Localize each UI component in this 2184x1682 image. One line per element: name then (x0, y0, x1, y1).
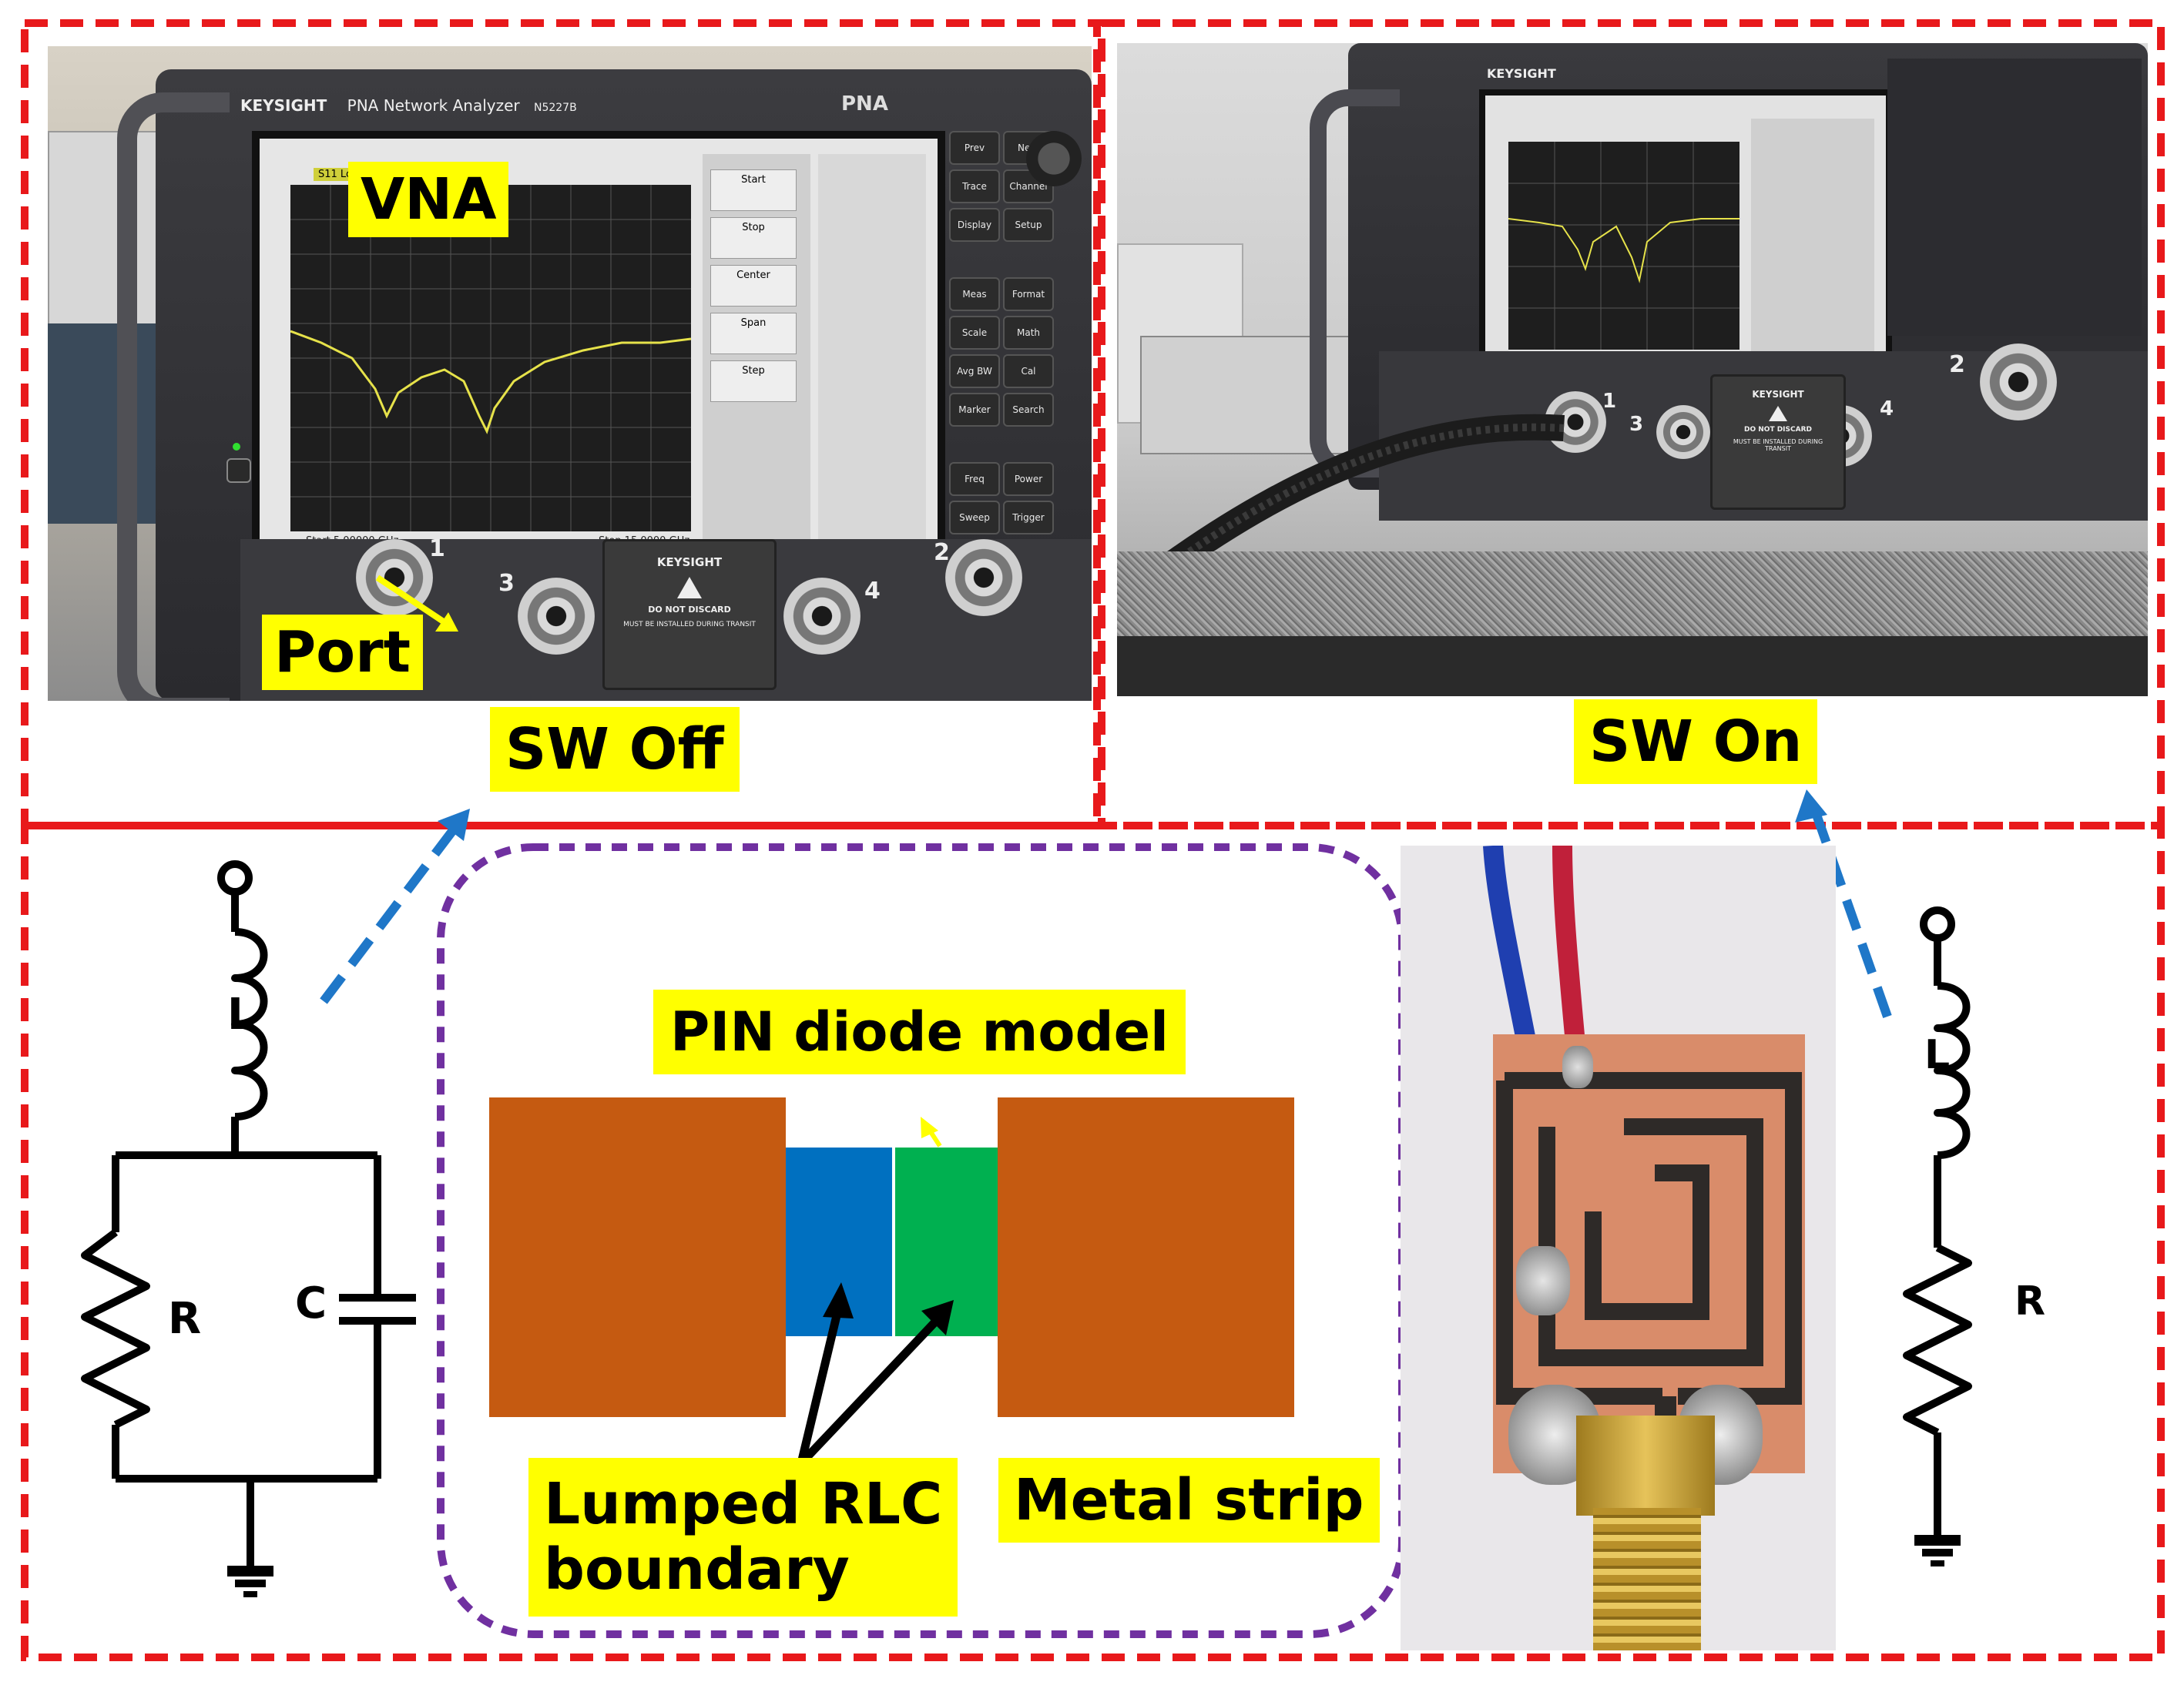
metal-strip-right (998, 1097, 1294, 1417)
solder-joint-1 (1516, 1246, 1570, 1315)
key-trigger[interactable]: Trigger (1003, 501, 1054, 534)
resistor-zigzag-on (1903, 1244, 1972, 1436)
port-label: Port (262, 615, 423, 690)
softkey-panel: Start Stop Center Span Step (703, 154, 810, 539)
key-marker[interactable]: Marker (949, 393, 1000, 427)
rlc-pointer-arrows (797, 1282, 954, 1466)
lumped-rlc-label: Lumped RLC boundary (528, 1458, 958, 1617)
sma-connector (1576, 1416, 1715, 1516)
guard-brand: KEYSIGHT (656, 555, 723, 569)
port-1-label-on: 1 (1602, 390, 1617, 413)
power-led-icon (233, 443, 240, 451)
vna-screen: S11 LogM Start 5.00000 GHz Stop 15.0000 … (252, 131, 945, 578)
port-4-label-on: 4 (1880, 397, 1894, 420)
cable-guard: KEYSIGHT DO NOT DISCARD MUST BE INSTALLE… (602, 539, 777, 690)
vna-model-num: N5227B (533, 102, 577, 114)
inductor-coil-off (231, 928, 268, 1121)
vna-brand-on: KEYSIGHT (1487, 66, 1556, 81)
vna-photo-off: KEYSIGHT PNA Network Analyzer N5227B PNA… (48, 46, 1092, 701)
front-keypad-on (1887, 59, 2142, 336)
key-math[interactable]: Math (1003, 316, 1054, 350)
port-pointer-arrow (375, 575, 458, 632)
warning-icon-on (1769, 406, 1787, 421)
sw-on-label: SW On (1574, 699, 1818, 784)
key-meas[interactable]: Meas (949, 277, 1000, 311)
key-sweep[interactable]: Sweep (949, 501, 1000, 534)
key-power[interactable]: Power (1003, 462, 1054, 496)
port-3-connector-on[interactable] (1656, 405, 1710, 459)
key-setup[interactable]: Setup (1003, 208, 1054, 242)
arrow-to-sw-on (1812, 813, 1892, 1018)
vna-brand: KEYSIGHT (240, 96, 327, 115)
guard-brand-on: KEYSIGHT (1752, 389, 1804, 400)
lumped-rlc-line-2: boundary (544, 1536, 850, 1603)
key-prev[interactable]: Prev (949, 131, 1000, 165)
port-3-connector[interactable] (518, 578, 595, 655)
guard-text-1-on: DO NOT DISCARD (1744, 426, 1812, 434)
guard-text-1: DO NOT DISCARD (648, 605, 731, 615)
arrow-to-sw-off (320, 827, 457, 1004)
key-search[interactable]: Search (1003, 393, 1054, 427)
pcb-photo (1401, 846, 1836, 1650)
s11-trace-on (1508, 142, 1739, 350)
frame-purple (437, 843, 1406, 1638)
front-hardkeys: Prev Next Trace Channel Display Setup Me… (949, 123, 1088, 601)
softkey-stop[interactable]: Stop (710, 217, 797, 259)
key-trace[interactable]: Trace (949, 169, 1000, 203)
key-format[interactable]: Format (1003, 277, 1054, 311)
port-1-label: 1 (429, 535, 445, 562)
rotary-knob-icon[interactable] (1026, 131, 1082, 186)
port-2-label: 2 (934, 539, 950, 566)
port-2-label-on: 2 (1949, 351, 1965, 378)
off-capacitor-label: C (295, 1278, 327, 1329)
vna-model: PNA Network Analyzer (347, 96, 520, 115)
port-4-label: 4 (864, 578, 881, 605)
vna-handle (117, 92, 230, 701)
port-3-label: 3 (498, 570, 515, 597)
sma-thread (1593, 1508, 1701, 1650)
warning-icon (677, 577, 702, 598)
on-inductor-label: L (1924, 1032, 1951, 1078)
port-2-connector[interactable] (945, 539, 1022, 616)
port-4-connector[interactable] (783, 578, 861, 655)
metal-strip-left (489, 1097, 786, 1417)
key-scale[interactable]: Scale (949, 316, 1000, 350)
s11-trace-off (290, 185, 691, 531)
on-state-circuit (1903, 906, 1972, 1566)
guard-text-2-on: MUST BE INSTALLED DURING TRANSIT (1733, 438, 1823, 452)
softkey-step[interactable]: Step (710, 360, 797, 402)
port-2-connector-on[interactable] (1980, 343, 2057, 420)
pin-model-label: PIN diode model (653, 990, 1186, 1074)
key-avg-bw[interactable]: Avg BW (949, 354, 1000, 388)
key-freq[interactable]: Freq (949, 462, 1000, 496)
solder-joint-2 (1562, 1046, 1593, 1088)
key-cal[interactable]: Cal (1003, 354, 1054, 388)
pin-diode-model (489, 1097, 1294, 1417)
softkey-start[interactable]: Start (710, 169, 797, 211)
off-inductor-label: L (227, 990, 255, 1040)
key-display[interactable]: Display (949, 208, 1000, 242)
resistor-zigzag-off (81, 1229, 150, 1429)
on-resistor-label: R (2015, 1278, 2046, 1325)
vna-series: PNA (841, 92, 888, 116)
metal-strip-label: Metal strip (998, 1458, 1380, 1543)
hardkey-panel (818, 154, 926, 539)
off-state-circuit (81, 860, 416, 1597)
softkey-span[interactable]: Span (710, 313, 797, 354)
vna-photo-on: KEYSIGHT 1 3 4 2 KEYSIGHT DO NOT DISCARD… (1117, 43, 2148, 696)
port-3-label-on: 3 (1629, 413, 1644, 436)
softkey-center[interactable]: Center (710, 265, 797, 307)
off-resistor-label: R (168, 1294, 202, 1344)
inductor-coil-on (1934, 982, 1971, 1159)
frame-bottom (21, 822, 2165, 1661)
cable-guard-on: KEYSIGHT DO NOT DISCARD MUST BE INSTALLE… (1710, 374, 1846, 510)
rf-cable (1117, 414, 1565, 616)
sw-off-label: SW Off (490, 707, 740, 792)
vna-label: VNA (348, 162, 509, 237)
lumped-rlc-line-1: Lumped RLC (544, 1471, 943, 1537)
power-button[interactable] (226, 458, 251, 483)
guard-text-2: MUST BE INSTALLED DURING TRANSIT (623, 621, 756, 628)
